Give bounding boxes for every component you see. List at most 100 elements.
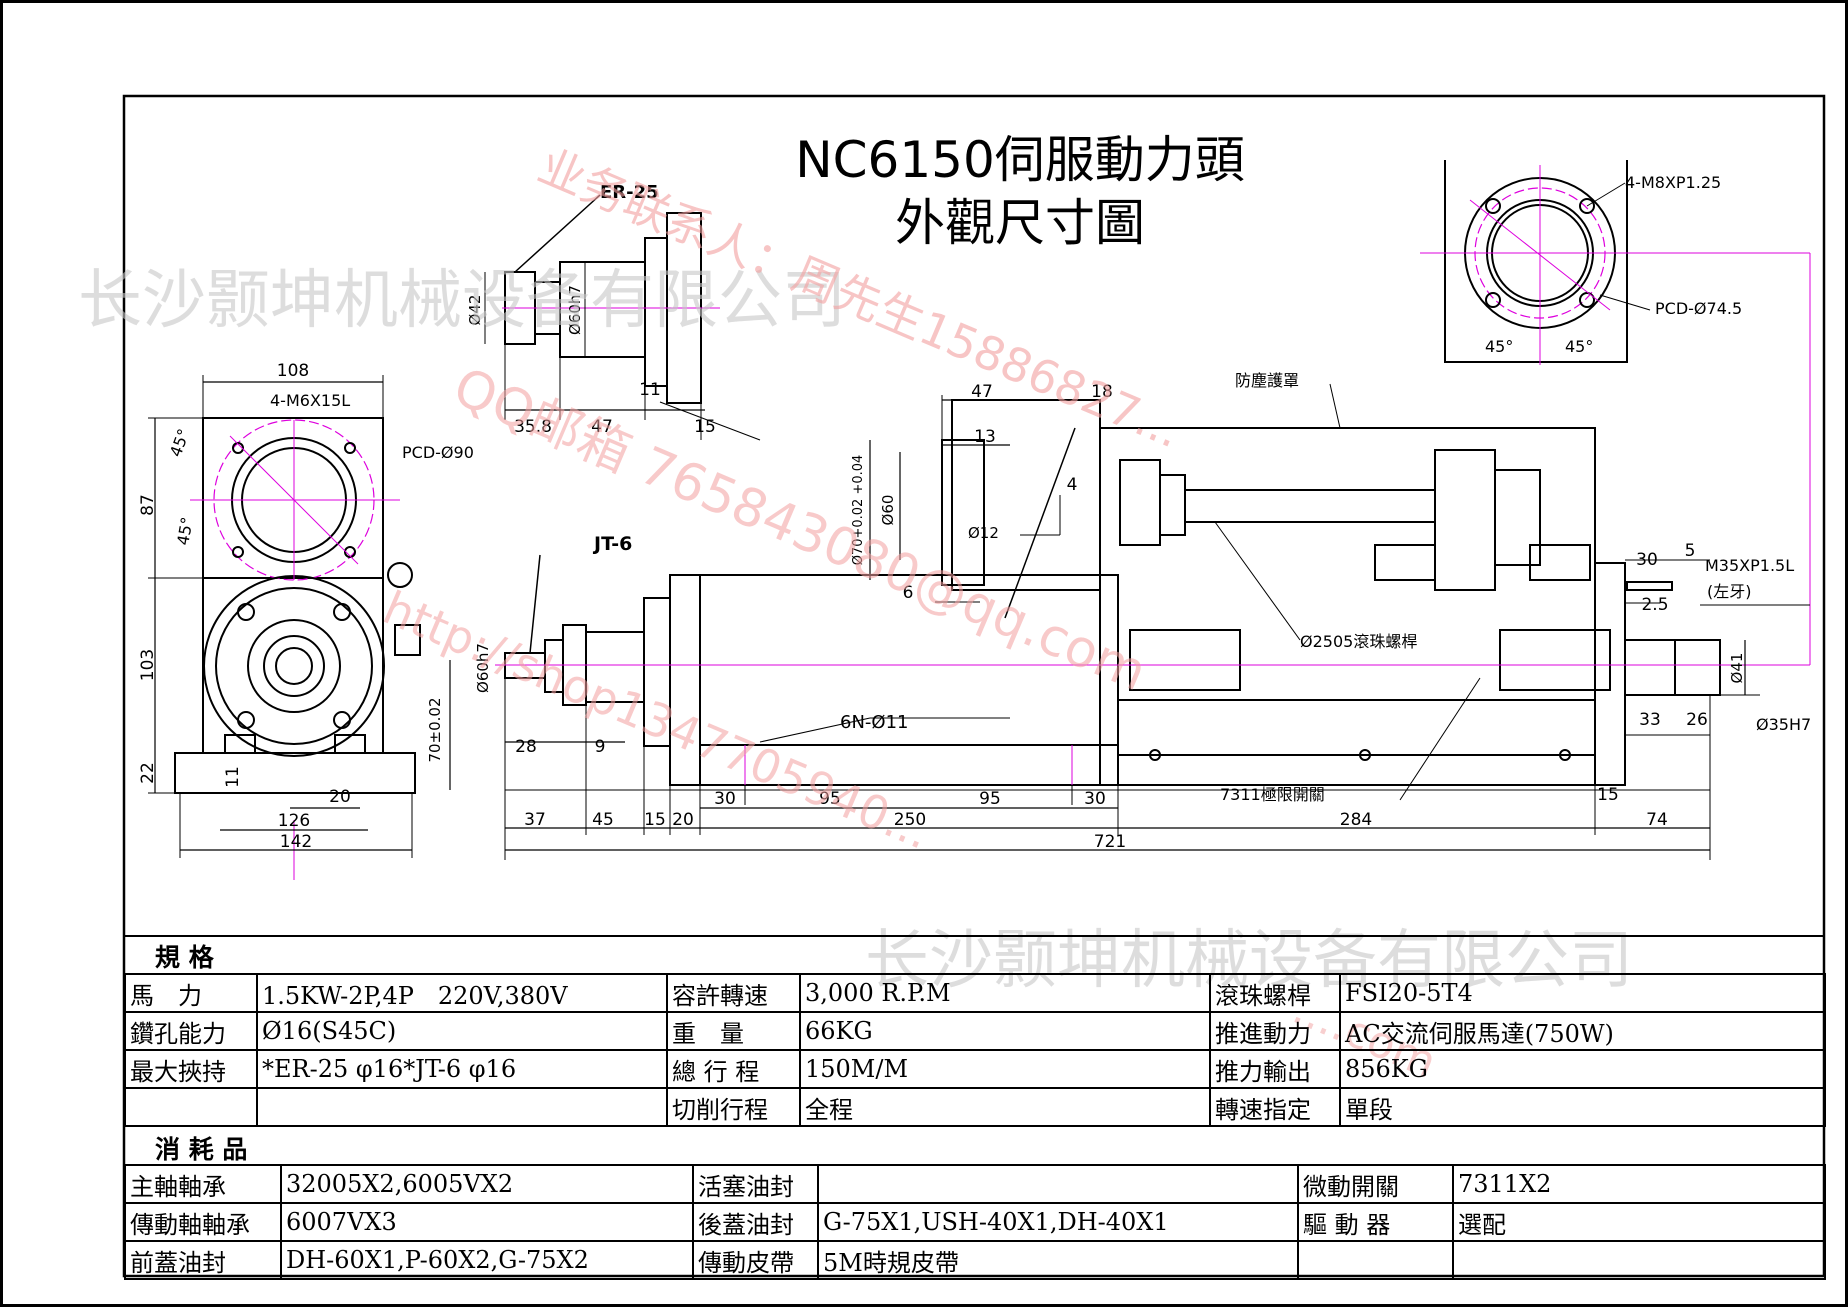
dim-13: 13	[974, 427, 996, 447]
spec-label-cell: 最大挾持	[124, 1049, 258, 1089]
spec-label-cell: 前蓋油封	[124, 1240, 282, 1280]
label-d60h7b: Ø60h7	[474, 643, 492, 693]
spec-label-cell: 驅 動 器	[1297, 1202, 1454, 1242]
spec-label-cell: 主軸軸承	[124, 1164, 282, 1204]
dim-358: 35.8	[514, 417, 552, 437]
spec-label-cell: 轉速指定	[1209, 1087, 1341, 1127]
spec-value-cell	[256, 1087, 668, 1127]
label-d60h7a: Ø60h7	[566, 285, 584, 335]
spec-label-cell: 馬 力	[124, 973, 258, 1013]
dim-95a: 95	[819, 789, 841, 809]
spec-value-cell	[1452, 1240, 1826, 1280]
dim-284: 284	[1340, 810, 1372, 830]
label-pcd90: PCD-Ø90	[402, 443, 474, 462]
angle-45a: 45°	[166, 426, 194, 459]
dim-30a: 30	[714, 789, 736, 809]
dim-33: 33	[1639, 710, 1661, 730]
spec-value-cell: AC交流伺服馬達(750W)	[1339, 1011, 1826, 1051]
spec-value-cell: 856KG	[1339, 1049, 1826, 1089]
dim-15c: 15	[1597, 785, 1619, 805]
dim-4: 4	[1067, 475, 1078, 495]
label-lefthand: (左牙)	[1707, 582, 1752, 601]
dim-11: 11	[223, 766, 243, 788]
spec-value-cell: 選配	[1452, 1202, 1826, 1242]
dim-74: 74	[1646, 810, 1668, 830]
dim-47a: 47	[591, 417, 613, 437]
dim-721: 721	[1094, 832, 1126, 852]
spec-value-cell: 66KG	[799, 1011, 1211, 1051]
spec-label-cell: 重 量	[666, 1011, 801, 1051]
spec-label-cell: 總 行 程	[666, 1049, 801, 1089]
dim-108: 108	[277, 361, 309, 381]
spec-label-cell: 傳動軸軸承	[124, 1202, 282, 1242]
dim-95b: 95	[979, 789, 1001, 809]
title-line2: 外觀尺寸圖	[895, 194, 1145, 252]
spec-label-cell	[1297, 1240, 1454, 1280]
dim-26: 26	[1686, 710, 1708, 730]
consumables-heading: 消 耗 品	[155, 1135, 248, 1164]
spec-label-cell: 後蓋油封	[692, 1202, 819, 1242]
label-m6: 4-M6X15L	[270, 391, 350, 410]
dim-37: 37	[524, 810, 546, 830]
label-jt6: JT-6	[592, 533, 632, 555]
spec-label-cell: 微動開關	[1297, 1164, 1454, 1204]
dim-25: 2.5	[1641, 595, 1668, 615]
spec-label-cell	[124, 1087, 258, 1127]
label-d70: Ø70+0.02 +0.04	[851, 455, 866, 566]
spec-value-cell: 5M時規皮帶	[817, 1240, 1299, 1280]
label-d41: Ø41	[1728, 653, 1746, 684]
angle-45b: 45°	[173, 515, 197, 546]
dim-20b: 20	[672, 810, 694, 830]
label-m35: M35XP1.5L	[1705, 556, 1794, 575]
spec-label-cell: 活塞油封	[692, 1164, 819, 1204]
spec-value-cell: 6007VX3	[280, 1202, 694, 1242]
spec-value-cell: 3,000 R.P.M	[799, 973, 1211, 1013]
spec-label-cell: 推進動力	[1209, 1011, 1341, 1051]
dim-47b: 47	[971, 382, 993, 402]
dim-126: 126	[278, 811, 310, 831]
er25-detail	[484, 194, 761, 441]
spec-value-cell: 7311X2	[1452, 1164, 1826, 1204]
spec-label-cell: 鑽孔能力	[124, 1011, 258, 1051]
spec-heading-row	[124, 935, 1824, 977]
label-ballscrew: Ø2505滾珠螺桿	[1300, 632, 1417, 651]
spec-value-cell: 單段	[1339, 1087, 1826, 1127]
spec-value-cell: FSI20-5T4	[1339, 973, 1826, 1013]
label-tol70: 70±0.02	[426, 697, 444, 762]
spec-value-cell	[817, 1164, 1299, 1204]
spec-value-cell: 1.5KW-2P,4P 220V,380V	[256, 973, 668, 1013]
dim-6: 6	[903, 583, 914, 603]
spec-value-cell: *ER-25 φ16*JT-6 φ16	[256, 1049, 668, 1089]
label-m8: 4-M8XP1.25	[1625, 173, 1721, 192]
spec-value-cell: Ø16(S45C)	[256, 1011, 668, 1051]
label-dust: 防塵護罩	[1235, 371, 1299, 390]
angle-45d: 45°	[1565, 337, 1593, 356]
dim-15a: 15	[694, 417, 716, 437]
label-d60: Ø60	[879, 495, 897, 526]
dim-250: 250	[894, 810, 926, 830]
label-d42: Ø42	[466, 295, 484, 326]
spec-value-cell: 32005X2,6005VX2	[280, 1164, 694, 1204]
spec-label-cell: 推力輸出	[1209, 1049, 1341, 1089]
dim-20a: 20	[329, 787, 351, 807]
title-line1: NC6150伺服動力頭	[795, 131, 1245, 189]
label-holes: 6N-Ø11	[840, 712, 908, 733]
angle-45c: 45°	[1485, 337, 1513, 356]
label-d12: Ø12	[968, 524, 999, 542]
dim-87: 87	[138, 494, 158, 516]
dim-45: 45	[592, 810, 614, 830]
spec-value-cell: 150M/M	[799, 1049, 1211, 1089]
spec-label-cell: 容許轉速	[666, 973, 801, 1013]
spec-value-cell: 全程	[799, 1087, 1211, 1127]
consumables-heading-row	[124, 1126, 1824, 1166]
dim-15b: 15	[644, 810, 666, 830]
left-end-view	[148, 375, 451, 880]
watermark-company-1: 长沙颢坤机械设备有限公司	[78, 264, 846, 338]
main-side-view	[495, 383, 1810, 860]
spec-value-cell: G-75X1,USH-40X1,DH-40X1	[817, 1202, 1299, 1242]
